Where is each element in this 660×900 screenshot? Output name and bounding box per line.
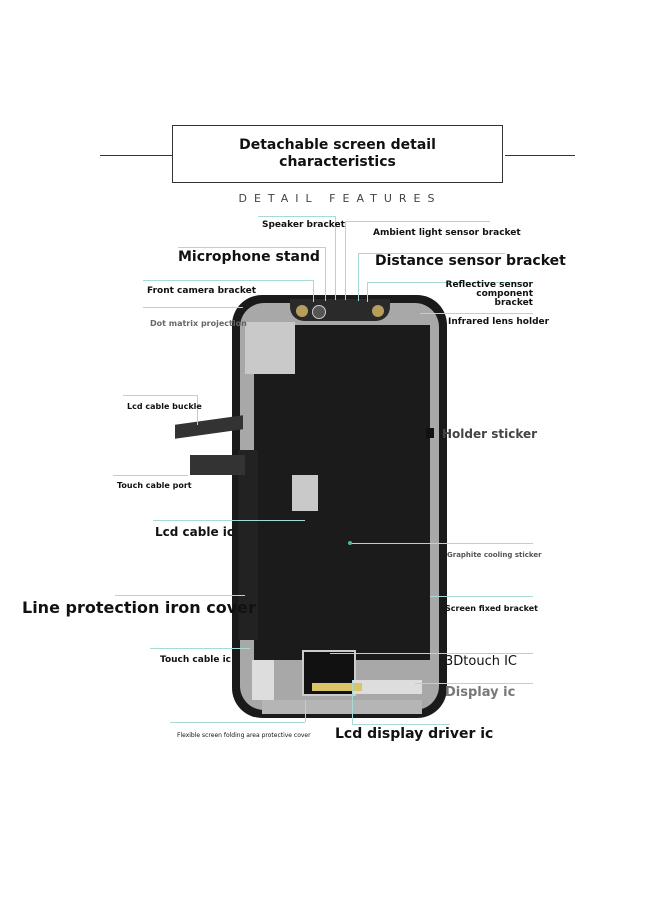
label-line-protection: Line protection iron cover (22, 598, 256, 617)
label-touch-cable-ic: Touch cable ic (160, 655, 232, 665)
label-reflective-sensor: Reflective sensor component bracket (445, 280, 533, 308)
label-flexible-cover: Flexible screen folding area protective … (177, 732, 311, 739)
label-speaker-bracket: Speaker bracket (262, 220, 345, 230)
subtitle: DETAIL FEATURES (238, 192, 442, 205)
phone-screen-assembly (232, 295, 447, 718)
label-display-ic: Display ic (445, 685, 516, 700)
touch-flex-cable (190, 455, 245, 475)
label-dot-matrix: Dot matrix projection (150, 319, 247, 328)
title-rule-right (505, 155, 575, 156)
label-ambient-light: Ambient light sensor bracket (373, 228, 521, 238)
title-box: Detachable screen detail characteristics (172, 125, 503, 183)
label-distance-sensor: Distance sensor bracket (375, 253, 566, 269)
label-screen-fixed: Screen fixed bracket (445, 604, 538, 613)
label-holder-sticker: Holder sticker (442, 427, 538, 441)
label-infrared-lens: Infrared lens holder (448, 317, 550, 327)
label-graphite-cooling: Graphite cooling sticker (447, 551, 542, 559)
label-lcd-driver-ic: Lcd display driver ic (335, 726, 494, 742)
label-3dtouch-ic: 3Dtouch IC (445, 654, 518, 669)
label-lcd-cable-buckle: Lcd cable buckle (127, 402, 202, 411)
label-front-camera: Front camera bracket (147, 286, 257, 296)
label-touch-cable-port: Touch cable port (117, 481, 192, 490)
label-microphone-stand: Microphone stand (178, 249, 320, 265)
title-rule-left (100, 155, 172, 156)
label-lcd-cable-ic: Lcd cable ic (155, 525, 234, 539)
